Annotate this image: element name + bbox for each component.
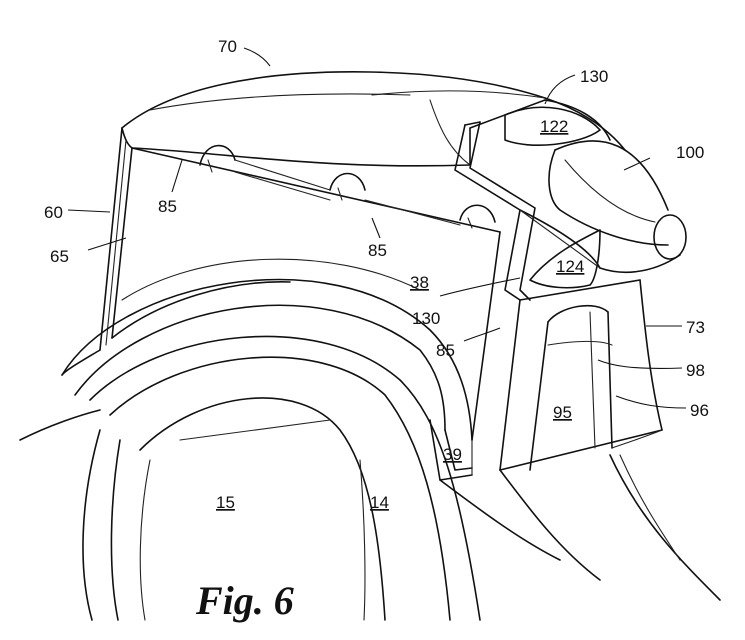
- label-14: 14: [370, 493, 389, 512]
- label-60: 60: [44, 203, 63, 222]
- lower-body-73: [499, 279, 663, 471]
- fender-39: [429, 419, 473, 481]
- label-122: 122: [540, 117, 568, 136]
- label-130-top: 130: [580, 67, 608, 86]
- panel-38: [111, 144, 501, 441]
- label-73: 73: [686, 318, 705, 337]
- housing-100: [469, 99, 687, 289]
- label-85-right: 85: [436, 341, 455, 360]
- leader-lines: [67, 47, 687, 409]
- label-85-left: 85: [158, 197, 177, 216]
- wheel-14: [61, 278, 481, 621]
- label-130-lower: 130: [412, 309, 440, 328]
- label-15: 15: [216, 493, 235, 512]
- label-124: 124: [556, 257, 584, 276]
- label-95: 95: [553, 403, 572, 422]
- label-85-mid: 85: [368, 241, 387, 260]
- label-70: 70: [218, 37, 237, 56]
- label-65: 65: [50, 247, 69, 266]
- figure-caption: Fig. 6: [195, 578, 294, 623]
- label-100: 100: [676, 143, 704, 162]
- label-98: 98: [686, 361, 705, 380]
- reference-labels: 70 130 122 100 60 85 65 85 124 38 130 73…: [44, 37, 709, 512]
- label-39: 39: [443, 445, 462, 464]
- label-96: 96: [690, 401, 709, 420]
- side-frame: [61, 127, 133, 376]
- label-38: 38: [410, 273, 429, 292]
